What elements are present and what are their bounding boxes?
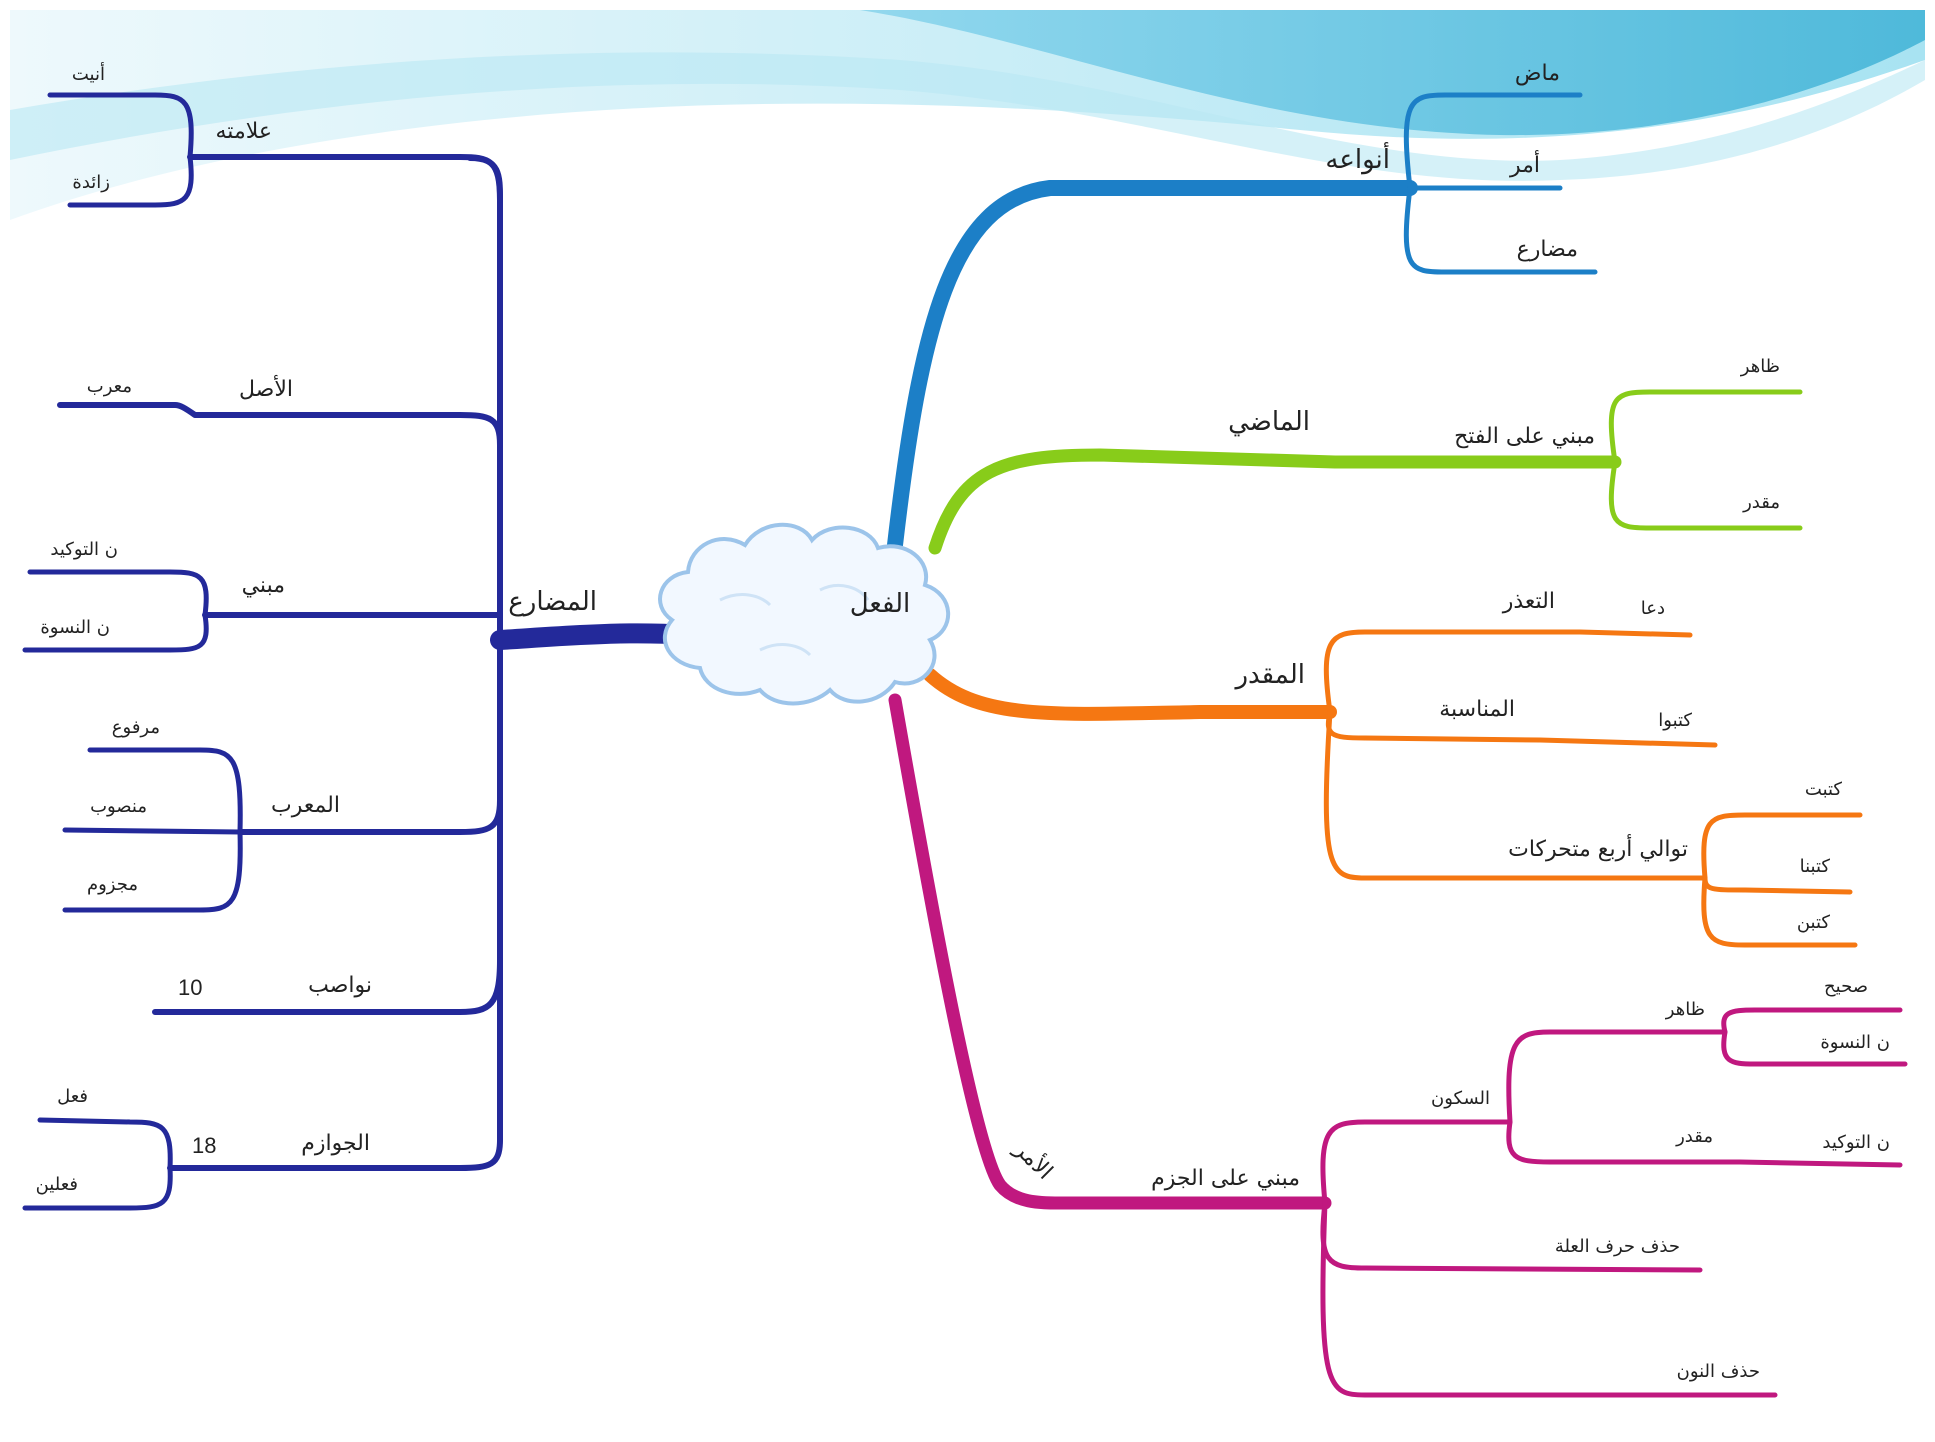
label-past-fatha: مبني على الفتح (1454, 424, 1595, 449)
label-types: أنواعه (1325, 141, 1390, 175)
cloud-icon (658, 522, 951, 706)
label-types-imperative: أمر (1509, 150, 1540, 178)
label-imperative-sukun: السكون (1431, 1088, 1490, 1109)
label-estimated-katabna2: كتبن (1797, 912, 1831, 933)
label-present-mabni: مبني (242, 573, 285, 598)
label-past-apparent: ظاهر (1740, 356, 1780, 377)
label-types-present: مضارع (1517, 237, 1578, 262)
label-estimated-katabu: كتبوا (1658, 710, 1692, 731)
label-imperative-apparent: ظاهر (1665, 999, 1705, 1020)
label-imperative-tawkid: ن التوكيد (1822, 1132, 1890, 1153)
label-present-niswa: ن النسوة (40, 617, 110, 638)
branch-imperative: الأمر مبني على الجزم السكون ظاهر صحيح ن … (888, 693, 1908, 1398)
label-imperative: الأمر (1009, 1135, 1059, 1185)
label-present-nawasib-count: 10 (178, 975, 202, 1000)
label-present-jawazim: الجوازم (301, 1131, 370, 1156)
label-estimated-daa: دعا (1641, 598, 1665, 619)
label-types-past: ماض (1515, 61, 1560, 86)
label-present: المضارع (508, 587, 597, 617)
label-estimated-tawali: توالي أربع متحركات (1508, 834, 1688, 862)
branch-line-past (928, 448, 1622, 555)
branch-line-imperative (888, 693, 1332, 1210)
label-present-anit: أنيت (72, 62, 105, 85)
label-imperative-niswa: ن النسوة (1820, 1032, 1890, 1053)
label-present-declined: المعرب (271, 793, 340, 818)
label-present-filayn: فعلين (36, 1174, 78, 1195)
label-estimated-katabt: كتبت (1805, 779, 1843, 800)
label-present-muarab: معرب (87, 376, 132, 397)
label-past-estimated: مقدر (1742, 492, 1780, 513)
label-imperative-illa: حذف حرف العلة (1555, 1236, 1680, 1257)
label-estimated-munasaba: المناسبة (1439, 697, 1515, 722)
label-estimated-katabna: كتبنا (1800, 856, 1831, 877)
branch-past: الماضي مبني على الفتح ظاهر مقدر (928, 356, 1803, 555)
center-label: الفعل (850, 589, 911, 619)
header-waves (10, 10, 1925, 220)
label-present-nawasib: نواصب (308, 973, 372, 998)
center-node: الفعل (658, 522, 951, 706)
label-present-jawazim-count: 18 (192, 1133, 216, 1158)
label-imperative-jazm: مبني على الجزم (1151, 1166, 1300, 1191)
label-present-sign: علامته (216, 119, 272, 144)
label-present-mansub: منصوب (90, 796, 147, 817)
branch-types: أنواعه ماض أمر مضارع (887, 61, 1598, 553)
label-present-origin: الأصل (239, 375, 293, 402)
label-present-zaida: زائدة (72, 172, 110, 193)
label-present-fil: فعل (57, 1086, 88, 1107)
label-past: الماضي (1228, 407, 1310, 437)
label-present-marfu: مرفوع (112, 717, 160, 738)
branch-line-types (887, 180, 1418, 553)
branch-present: المضارع علامته أنيت زائدة الأصل معرب مبن… (22, 62, 750, 1211)
label-present-majzum: مجزوم (87, 874, 138, 895)
branch-estimated: المقدر التعذر دعا المناسبة كتبوا توالي أ… (923, 589, 1863, 948)
branch-line-estimated (923, 668, 1337, 721)
label-imperative-nun: حذف النون (1677, 1361, 1760, 1382)
label-present-tawkid: ن التوكيد (50, 539, 118, 560)
label-estimated: المقدر (1233, 660, 1305, 690)
label-estimated-taazur: التعذر (1502, 589, 1555, 614)
label-imperative-sahih: صحيح (1824, 976, 1868, 997)
label-imperative-estimated: مقدر (1675, 1126, 1713, 1147)
